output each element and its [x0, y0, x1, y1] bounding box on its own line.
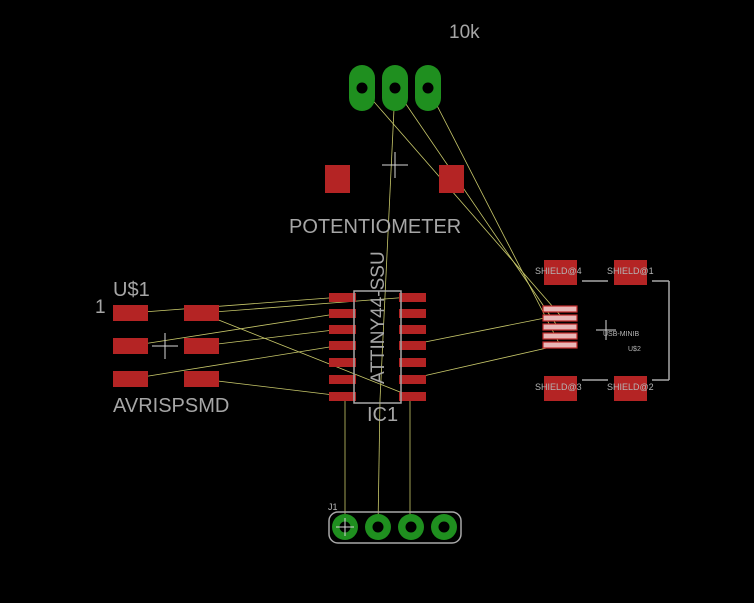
- j1-pin-4[interactable]: [431, 514, 457, 540]
- ic-body-outline: [353, 290, 402, 404]
- pot-pad-right[interactable]: [439, 165, 464, 193]
- usb-name-label: U$2: [628, 346, 641, 353]
- isp-pad-6[interactable]: [184, 371, 219, 387]
- usb-shield-2-pad[interactable]: [614, 376, 647, 401]
- ic-pin-14[interactable]: [399, 293, 426, 302]
- potentiometer[interactable]: 10k POTENTIOMETER: [289, 22, 480, 238]
- j1-name-label: J1: [328, 502, 338, 512]
- avrisp-header[interactable]: U$1 1 AVRISPSMD: [95, 279, 229, 417]
- ic-pin-5[interactable]: [329, 358, 356, 367]
- pot-name-label: POTENTIOMETER: [289, 216, 461, 238]
- usb-shield1-label: SHIELD@1: [607, 266, 654, 276]
- ic-name-label: IC1: [367, 404, 398, 426]
- attiny44-chip[interactable]: ATTINY44-SSU IC1: [329, 251, 426, 426]
- pot-pin-3[interactable]: [415, 65, 441, 111]
- ic-pin-11[interactable]: [399, 341, 426, 350]
- usb-shield4-label: SHIELD@4: [535, 266, 582, 276]
- usb-body-outline: [582, 280, 670, 381]
- pot-pin-1[interactable]: [349, 65, 375, 111]
- j1-pin-3[interactable]: [398, 514, 424, 540]
- usb-shield-4-pad[interactable]: [544, 260, 577, 285]
- pot-origin-cross: [382, 152, 408, 178]
- usb-shield3-label: SHIELD@3: [535, 382, 582, 392]
- usb-shield2-label: SHIELD@2: [607, 382, 654, 392]
- isp-origin-cross: [152, 333, 178, 359]
- usb-origin-cross: [596, 320, 616, 340]
- usb-mini-b-connector[interactable]: SHIELD@4 SHIELD@1 SHIELD@3 SHIELD@2: [535, 260, 670, 401]
- j1-outline: [328, 511, 462, 544]
- isp-pad-3[interactable]: [113, 338, 148, 354]
- isp-value-label: AVRISPSMD: [113, 395, 229, 417]
- airwires: [129, 87, 561, 528]
- pot-pin-2[interactable]: [382, 65, 408, 111]
- usb-shield-3-pad[interactable]: [544, 376, 577, 401]
- pot-pad-left[interactable]: [325, 165, 350, 193]
- j1-pin-header[interactable]: J1: [328, 502, 462, 544]
- isp-pad-5[interactable]: [113, 371, 148, 387]
- isp-pad-2[interactable]: [184, 305, 219, 321]
- ic-pin-13[interactable]: [399, 309, 426, 318]
- ic-pin-8[interactable]: [399, 392, 426, 401]
- isp-pad-4[interactable]: [184, 338, 219, 354]
- ic-pin-1[interactable]: [329, 293, 356, 302]
- isp-name-label: U$1: [113, 279, 150, 301]
- ic-pin-2[interactable]: [329, 309, 356, 318]
- j1-pin-2[interactable]: [365, 514, 391, 540]
- ic-value-label: ATTINY44-SSU: [368, 251, 389, 384]
- j1-origin-cross: [336, 518, 354, 536]
- ic-pin-6[interactable]: [329, 375, 356, 384]
- ic-pin-7[interactable]: [329, 392, 356, 401]
- usb-signal-pads[interactable]: [542, 305, 578, 349]
- ic-pin-3[interactable]: [329, 325, 356, 334]
- ic-pin-12[interactable]: [399, 325, 426, 334]
- ic-pin-10[interactable]: [399, 358, 426, 367]
- pot-value-label: 10k: [449, 22, 480, 43]
- ic-pin-9[interactable]: [399, 375, 426, 384]
- usb-value-label: USB-MINIB: [603, 331, 640, 338]
- ic-pin-4[interactable]: [329, 341, 356, 350]
- isp-pad-1[interactable]: [113, 305, 148, 321]
- usb-shield-1-pad[interactable]: [614, 260, 647, 285]
- isp-pin1-label: 1: [95, 297, 106, 318]
